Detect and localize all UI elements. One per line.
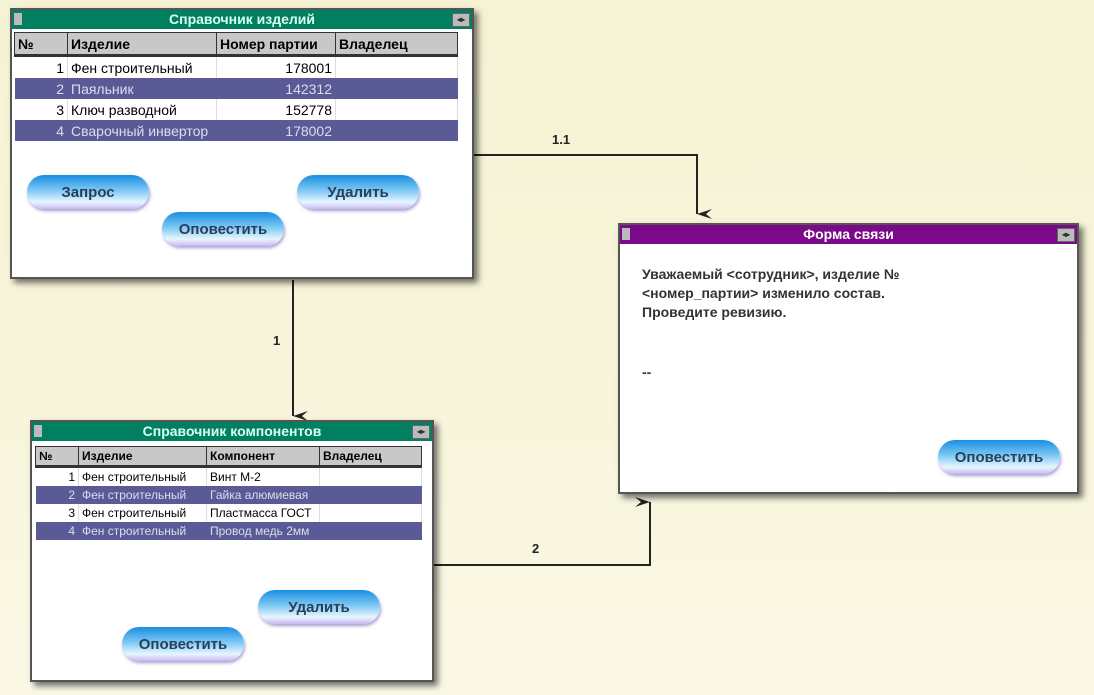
cell-name[interactable]: Паяльник — [67, 78, 217, 99]
cell-num[interactable]: 2 — [35, 486, 79, 504]
system-menu-icon[interactable] — [14, 13, 22, 25]
notify-button[interactable]: Оповестить — [162, 212, 284, 246]
column-header[interactable]: № — [35, 446, 79, 468]
column-header[interactable]: Владелец — [319, 446, 422, 468]
notify-button[interactable]: Оповестить — [122, 627, 244, 661]
window-title: Справочник изделий — [169, 11, 315, 27]
signature-text: -- — [642, 364, 652, 380]
table-header: № Изделие Компонент Владелец — [35, 446, 422, 468]
message-text[interactable]: Уважаемый <сотрудник>, изделие № <номер_… — [642, 266, 900, 320]
column-header[interactable]: Номер партии — [216, 32, 336, 57]
cell-owner[interactable] — [319, 522, 422, 540]
products-window: Справочник изделий ◂▸ № Изделие Номер па… — [10, 8, 474, 279]
cell-num[interactable]: 1 — [14, 55, 68, 78]
products-window-titlebar[interactable]: Справочник изделий ◂▸ — [12, 10, 472, 29]
column-header[interactable]: Владелец — [335, 32, 458, 57]
cell-owner[interactable] — [335, 120, 458, 141]
components-window: Справочник компонентов ◂▸ № Изделие Комп… — [30, 420, 434, 682]
cell-batch[interactable]: 178002 — [216, 120, 336, 141]
cell-owner[interactable] — [335, 55, 458, 78]
column-header[interactable]: Изделие — [67, 32, 217, 57]
components-window-titlebar[interactable]: Справочник компонентов ◂▸ — [32, 422, 432, 441]
cell-owner[interactable] — [335, 99, 458, 120]
notify-button[interactable]: Оповестить — [938, 440, 1060, 474]
cell-name[interactable]: Фен строительный — [78, 522, 207, 540]
column-header[interactable]: Компонент — [206, 446, 320, 468]
connector-2 — [434, 497, 651, 566]
cell-name[interactable]: Фен строительный — [78, 466, 207, 486]
cell-name[interactable]: Ключ разводной — [67, 99, 217, 120]
connector-1-1 — [474, 154, 712, 219]
column-header[interactable]: № — [14, 32, 68, 57]
column-header[interactable]: Изделие — [78, 446, 207, 468]
cell-num[interactable]: 2 — [14, 78, 68, 99]
cell-component[interactable]: Гайка алюмиевая — [206, 486, 320, 504]
window-controls-icon[interactable]: ◂▸ — [1057, 228, 1075, 242]
connector-label-1: 1 — [273, 333, 281, 348]
delete-button[interactable]: Удалить — [297, 175, 419, 209]
system-menu-icon[interactable] — [34, 425, 42, 437]
cell-owner[interactable] — [319, 504, 422, 522]
cell-batch[interactable]: 142312 — [216, 78, 336, 99]
request-button[interactable]: Запрос — [27, 175, 149, 209]
system-menu-icon[interactable] — [622, 228, 630, 240]
cell-num[interactable]: 1 — [35, 466, 79, 486]
cell-name[interactable]: Фен строительный — [78, 504, 207, 522]
cell-num[interactable]: 4 — [35, 522, 79, 540]
connector-label-2: 2 — [532, 541, 540, 556]
connector-label-1-1: 1.1 — [552, 132, 571, 147]
window-controls-icon[interactable]: ◂▸ — [452, 13, 470, 27]
cell-num[interactable]: 3 — [35, 504, 79, 522]
cell-component[interactable]: Винт М-2 — [206, 466, 320, 486]
contact-window-titlebar[interactable]: Форма связи ◂▸ — [620, 225, 1077, 244]
cell-component[interactable]: Пластмасса ГОСТ — [206, 504, 320, 522]
window-title: Форма связи — [803, 226, 894, 242]
delete-button[interactable]: Удалить — [258, 590, 380, 624]
cell-batch[interactable]: 152778 — [216, 99, 336, 120]
cell-owner[interactable] — [319, 466, 422, 486]
table-header: № Изделие Номер партии Владелец — [14, 32, 458, 57]
cell-name[interactable]: Фен строительный — [67, 55, 217, 78]
cell-num[interactable]: 3 — [14, 99, 68, 120]
cell-name[interactable]: Фен строительный — [78, 486, 207, 504]
cell-owner[interactable] — [319, 486, 422, 504]
cell-name[interactable]: Сварочный инвертор — [67, 120, 217, 141]
cell-batch[interactable]: 178001 — [216, 55, 336, 78]
cell-component[interactable]: Провод медь 2мм — [206, 522, 320, 540]
contact-form-window: Форма связи ◂▸ Уважаемый <сотрудник>, из… — [618, 223, 1079, 494]
window-controls-icon[interactable]: ◂▸ — [412, 425, 430, 439]
window-title: Справочник компонентов — [142, 423, 322, 439]
cell-owner[interactable] — [335, 78, 458, 99]
cell-num[interactable]: 4 — [14, 120, 68, 141]
